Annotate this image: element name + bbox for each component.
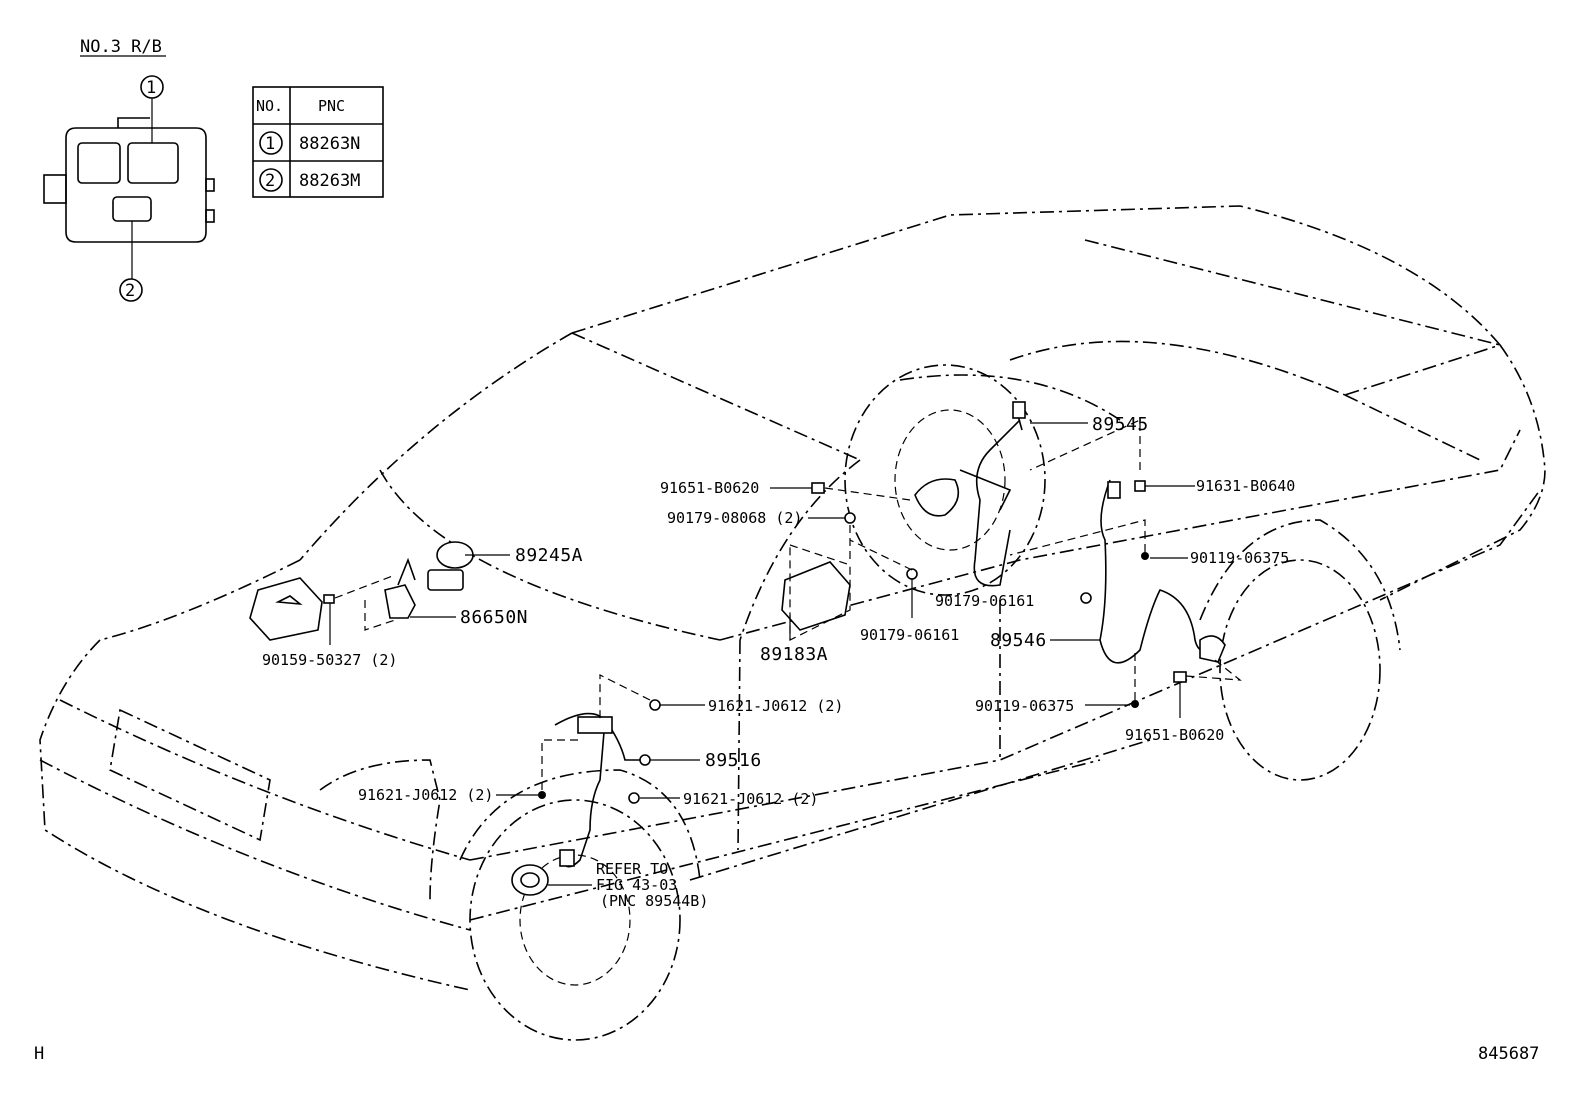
label-91651-b0620-top: 91651-B0620	[660, 479, 759, 497]
label-90119-06375-top: 90119-06375	[1190, 549, 1289, 567]
sensor-86650n	[384, 584, 416, 619]
marker-1-text: 1	[146, 78, 156, 98]
vehicle-outline	[39, 205, 1546, 1041]
relay-block-inset: NO.3 R/B 1 2	[43, 37, 215, 302]
label-90179-06161-right: 90179-06161	[935, 592, 1034, 610]
label-90159-50327: 90159-50327 (2)	[262, 651, 397, 669]
marker-2-text: 2	[125, 281, 135, 301]
label-89516: 89516	[705, 750, 762, 771]
parts-drawings	[249, 401, 1226, 896]
label-86650n: 86650N	[460, 607, 528, 628]
label-89245a: 89245A	[515, 545, 583, 566]
label-91621-j0612-right: 91621-J0612 (2)	[683, 790, 818, 808]
label-91651-b0620-bottom: 91651-B0620	[1125, 726, 1224, 744]
label-refer-line3: (PNC 89544B)	[600, 892, 708, 910]
module-89183a	[781, 561, 851, 631]
label-90179-08068: 90179-08068 (2)	[667, 509, 802, 527]
label-91621-j0612-top: 91621-J0612 (2)	[708, 697, 843, 715]
label-90179-06161-mid: 90179-06161	[860, 626, 959, 644]
label-91631-b0640: 91631-B0640	[1196, 477, 1295, 495]
pnc-table: NO. PNC 1 88263N 2 88263M	[252, 86, 384, 198]
relay-block-title: NO.3 R/B	[80, 37, 162, 57]
label-refer-line2: FIG 43-03	[596, 876, 677, 894]
leader-lines	[323, 419, 1242, 886]
label-refer-line1: REFER TO	[596, 860, 668, 878]
cover-part	[249, 577, 323, 641]
table-row-1-pnc: 88263N	[299, 134, 360, 154]
label-91621-j0612-left: 91621-J0612 (2)	[358, 786, 493, 804]
front-speed-sensor	[511, 864, 549, 896]
connector-89545	[1012, 401, 1026, 419]
table-header-no: NO.	[256, 97, 283, 115]
label-89183a: 89183A	[760, 644, 828, 665]
figure-number: 845687	[1478, 1044, 1539, 1064]
sensor-rear	[1199, 635, 1226, 663]
table-header-pnc: PNC	[318, 97, 345, 115]
label-90119-06375-bottom: 90119-06375	[975, 697, 1074, 715]
marker-circle-1	[140, 75, 164, 99]
table-row-2-pnc: 88263M	[299, 171, 360, 191]
table-row-1-no: 1	[265, 134, 275, 154]
marker-circle-2	[119, 278, 143, 302]
label-89545: 89545	[1092, 414, 1149, 435]
footer-left-code: H	[34, 1044, 44, 1064]
callout-labels: 89545 91651-B0620 91631-B0640 90179-0806…	[262, 414, 1295, 910]
table-row-2-no: 2	[265, 171, 275, 191]
label-89546: 89546	[990, 630, 1047, 651]
